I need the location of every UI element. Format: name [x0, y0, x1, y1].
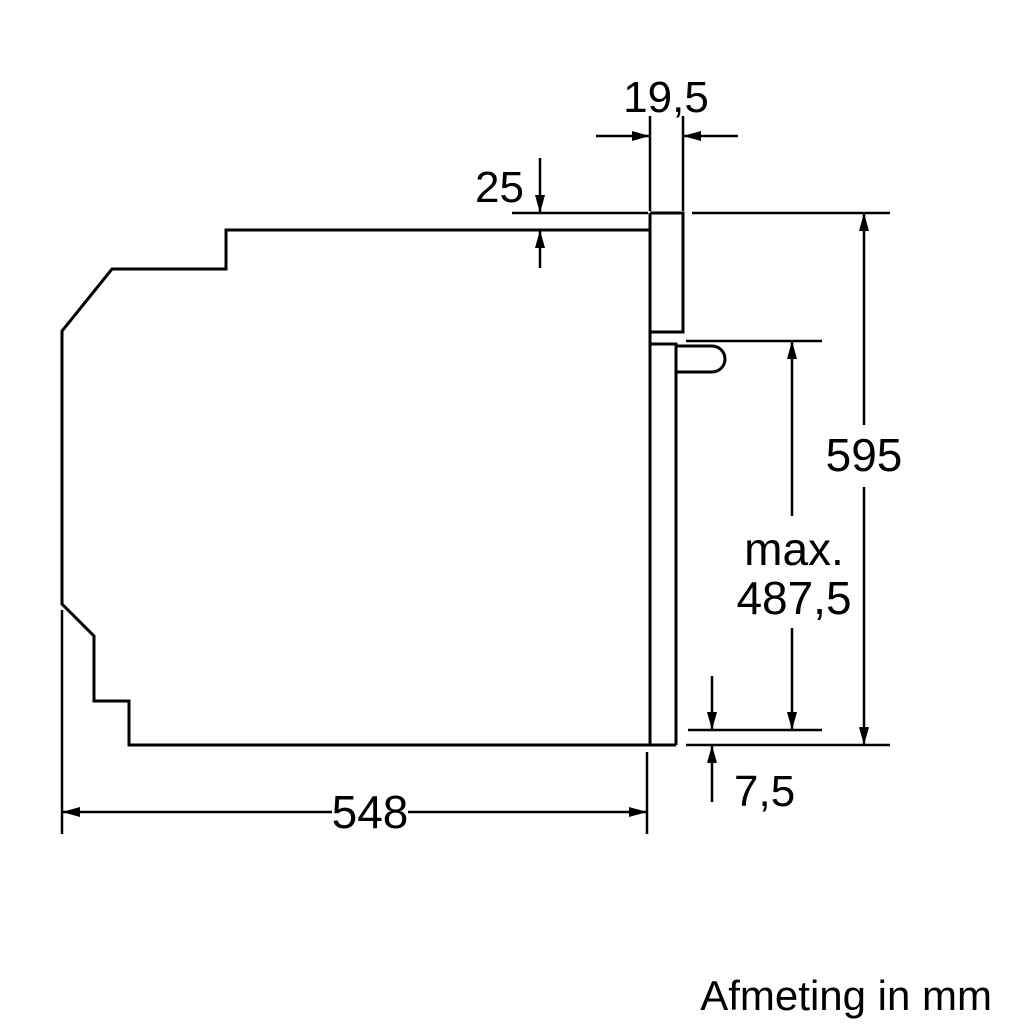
- dim-label-total-height: 595: [826, 429, 903, 481]
- oven-door-handle: [676, 344, 727, 374]
- units-caption: Afmeting in mm: [700, 972, 992, 1019]
- dim-label-door-protrusion: 19,5: [623, 73, 709, 122]
- appliance-outline: [60, 211, 727, 747]
- oven-body-outline: [60, 228, 676, 747]
- oven-door-panel: [648, 211, 685, 745]
- dim-door-protrusion: 19,5: [596, 73, 738, 211]
- dim-top-overlap: 25: [475, 158, 648, 268]
- dim-label-bottom-gap: 7,5: [734, 767, 795, 816]
- dim-bottom-gap: 7,5: [707, 676, 795, 816]
- dim-total-height: 595: [686, 211, 903, 747]
- dim-depth: 548: [60, 610, 649, 838]
- dim-label-max-height: 487,5: [736, 572, 851, 624]
- dim-label-max-prefix: max.: [744, 523, 844, 575]
- dim-label-top-overlap: 25: [475, 163, 524, 212]
- dim-max-height: max. 487,5: [686, 339, 852, 732]
- dim-label-depth: 548: [332, 786, 409, 838]
